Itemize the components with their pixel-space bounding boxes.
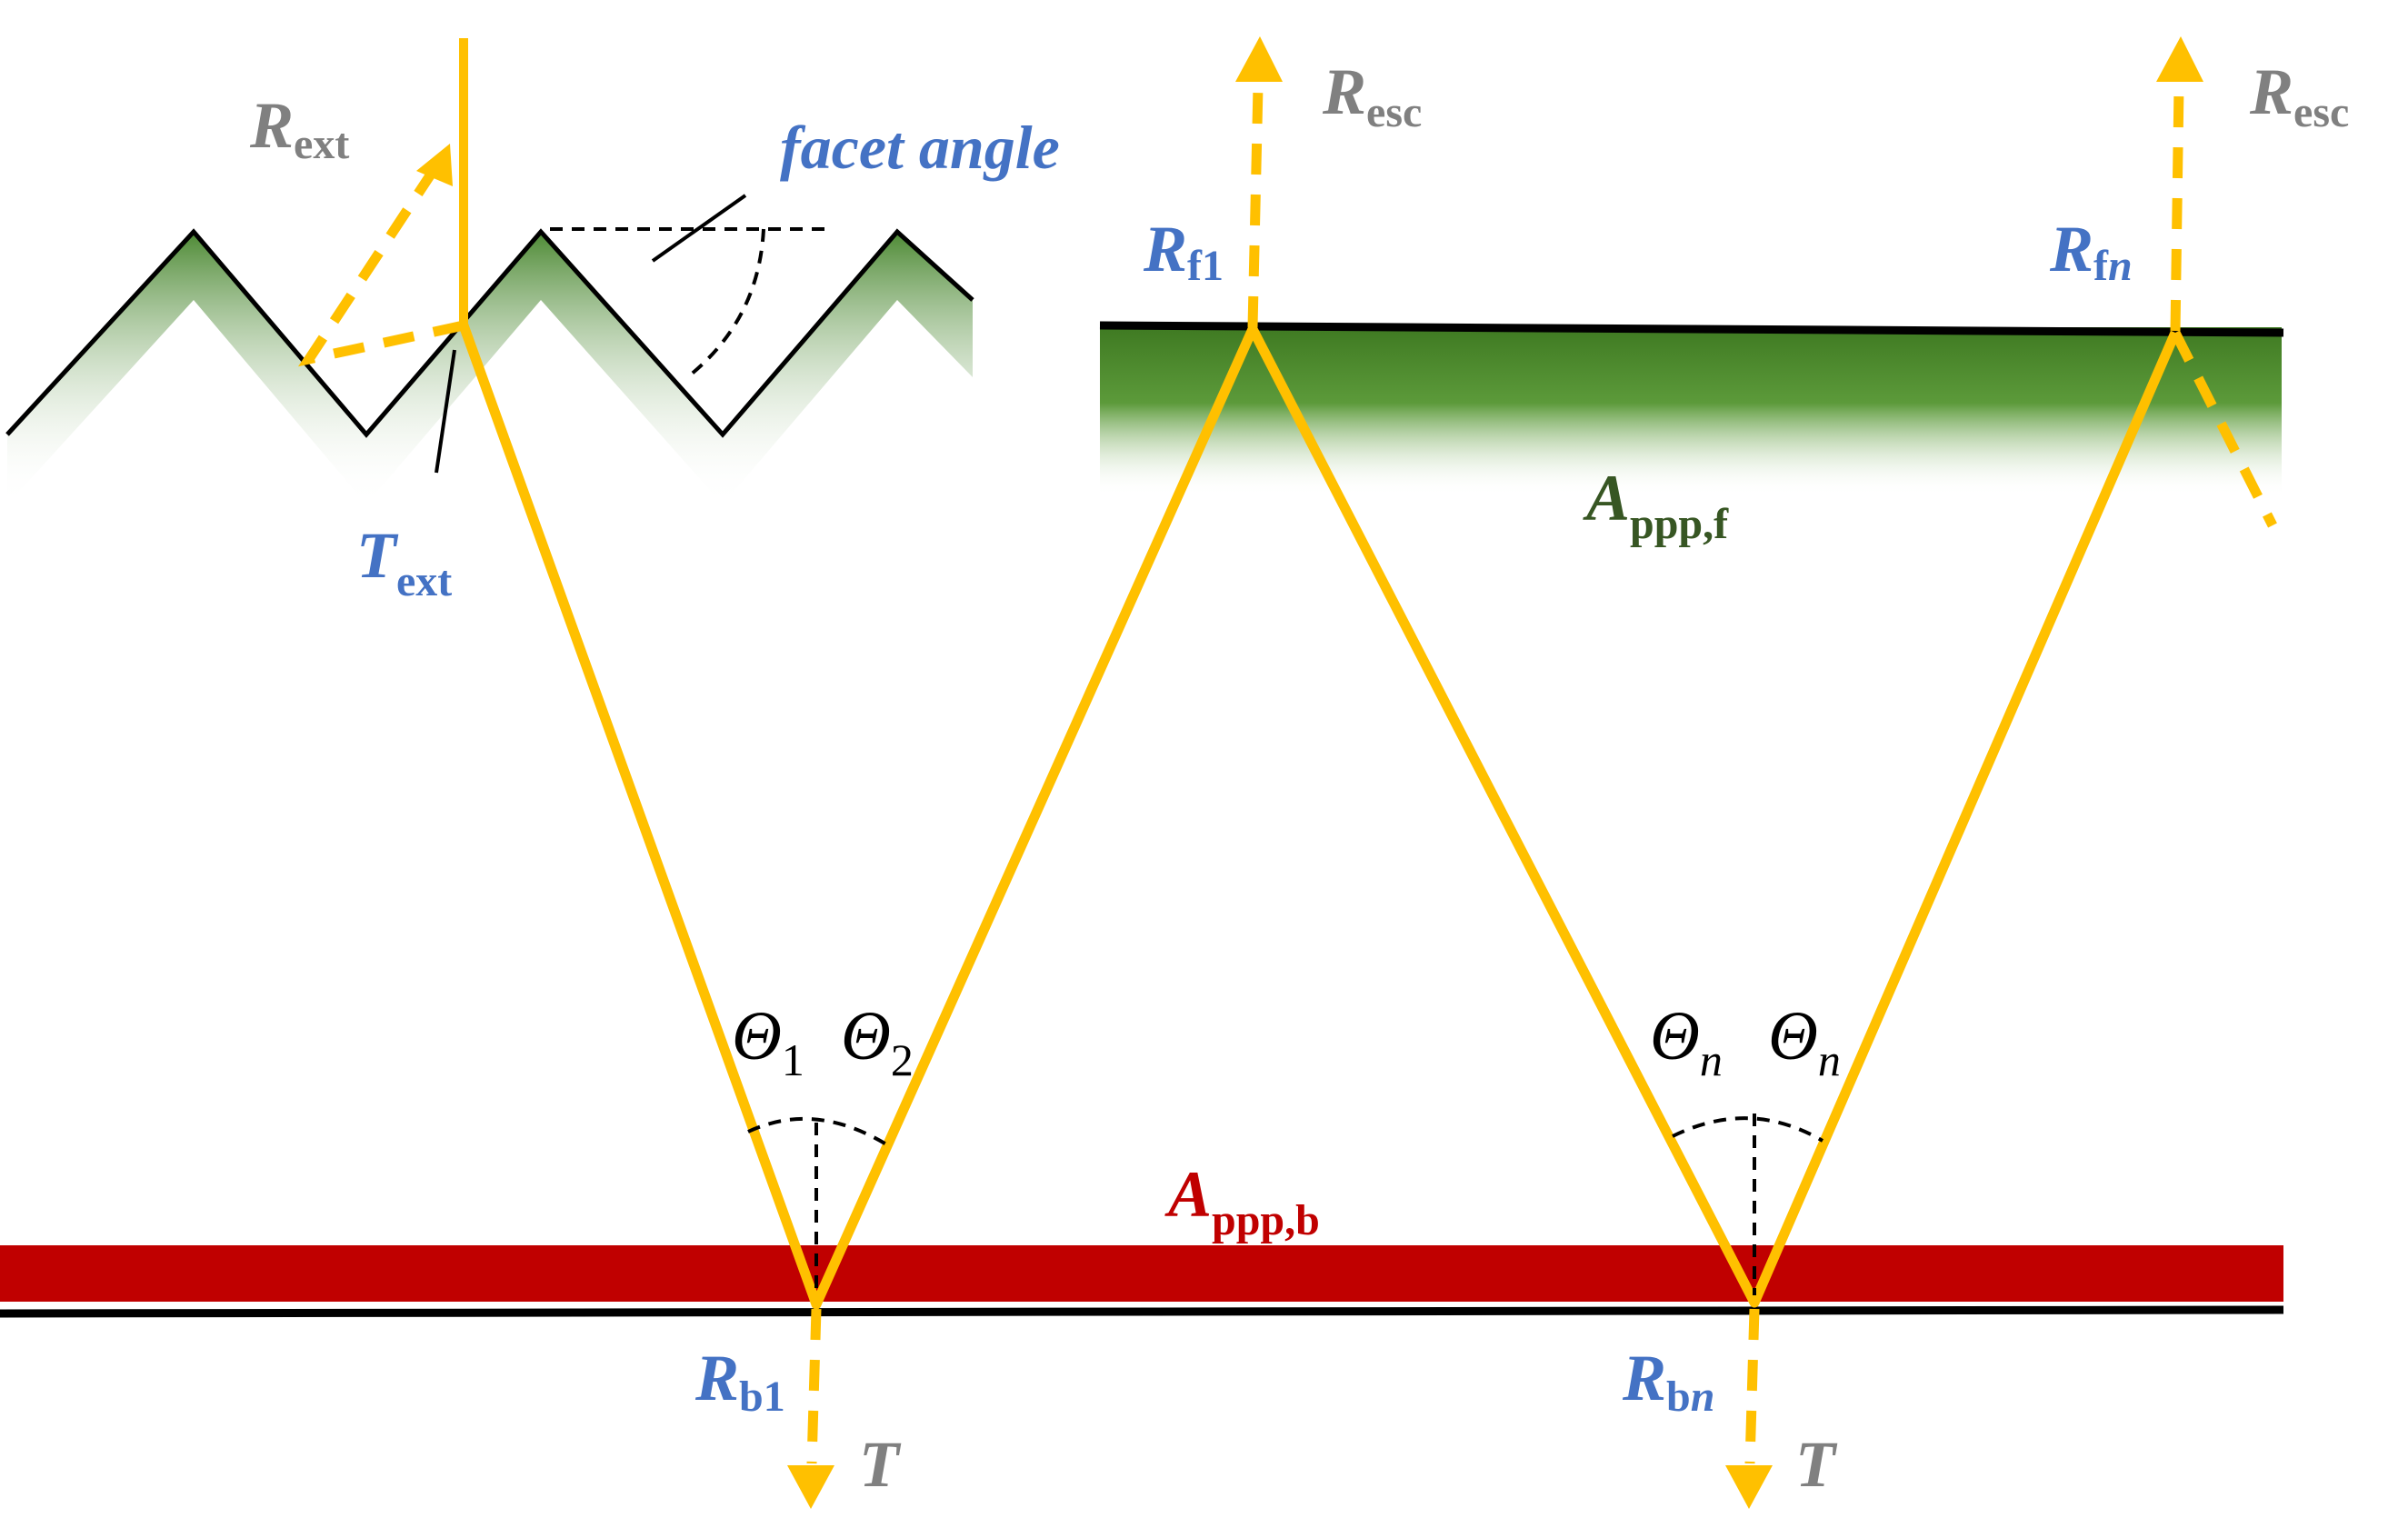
angle-marker-n xyxy=(1672,1114,1824,1295)
escape-ray-2 xyxy=(2156,36,2203,332)
t-ext-pointer xyxy=(435,349,456,474)
textured-surface-outline xyxy=(5,228,974,438)
transmission-ray-1 xyxy=(787,1308,834,1509)
theta-2-label: Θ2 xyxy=(841,998,914,1085)
transmission-ray-2 xyxy=(1725,1308,1773,1509)
facet-angle-label: facet angle xyxy=(780,113,1060,182)
front-surface xyxy=(1099,321,2284,495)
facet-angle-guide xyxy=(550,194,827,376)
t-label-2: T xyxy=(1795,1428,1838,1501)
t-label-1-text: T xyxy=(859,1428,902,1501)
front-surface-absorber xyxy=(1100,327,2282,495)
theta-n-right-label: Θn xyxy=(1768,998,1841,1085)
r-esc-label-2: Resc xyxy=(2249,55,2349,136)
continuing-ray xyxy=(2171,330,2277,528)
theta-1-label: Θ1 xyxy=(732,998,804,1085)
angle-marker-1 xyxy=(747,1116,893,1295)
back-surface-line xyxy=(0,1305,2284,1318)
escape-ray-1 xyxy=(1235,36,1283,328)
r-esc-label-1: Resc xyxy=(1322,55,1422,136)
r-f1-label: Rf1 xyxy=(1143,213,1224,290)
escape-2-arrowhead xyxy=(2156,36,2203,82)
r-fn-label: Rfn xyxy=(2049,213,2133,290)
back-surface-absorber xyxy=(0,1245,2283,1302)
a-ppp-b-label: Appp,b xyxy=(1164,1158,1320,1244)
front-surface-line xyxy=(1099,321,2284,337)
r-bn-label: Rbn xyxy=(1622,1342,1714,1421)
light-ray xyxy=(458,38,2181,1310)
a-ppp-f-label: Appp,f xyxy=(1583,462,1729,548)
textured-surface-shading xyxy=(7,232,973,504)
r-ext-arrowhead xyxy=(416,144,453,186)
ray-path xyxy=(458,324,2181,1310)
transmission-1-arrowhead xyxy=(787,1465,834,1509)
theta-n-left-label: Θn xyxy=(1650,998,1723,1085)
r-ext-reflection xyxy=(297,144,465,367)
back-surface xyxy=(0,1245,2284,1318)
transmission-2-arrowhead xyxy=(1725,1465,1773,1509)
t-ext-label: Text xyxy=(356,519,452,605)
textured-surface xyxy=(5,228,974,504)
escape-1-arrowhead xyxy=(1235,36,1283,82)
r-b1-label: Rb1 xyxy=(694,1342,785,1421)
r-ext-label: Rext xyxy=(249,89,349,168)
